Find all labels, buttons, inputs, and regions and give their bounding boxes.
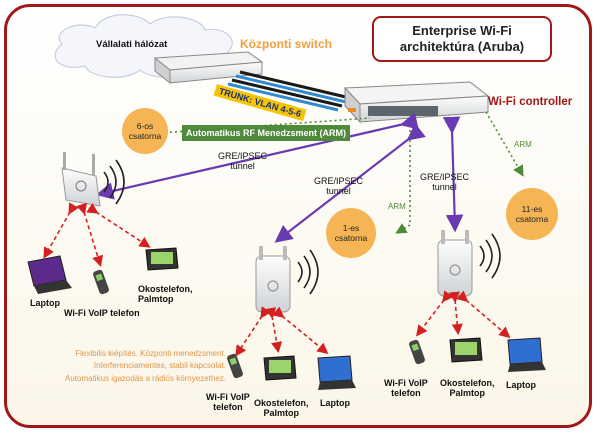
laptop-right bbox=[507, 337, 546, 372]
smartphone-left bbox=[145, 247, 179, 271]
laptop-left-label: Laptop bbox=[30, 298, 60, 308]
laptop-middle bbox=[317, 355, 356, 390]
laptop-right-label: Laptop bbox=[506, 380, 536, 390]
channel-6-label: 6-os csatorna bbox=[128, 120, 162, 141]
channel-11-label: 11-es csatorna bbox=[515, 203, 549, 224]
access-point-right bbox=[437, 230, 473, 297]
wifi-controller-device bbox=[343, 81, 490, 124]
tunnel-label-right: GRE/IPSEC tunnel bbox=[420, 172, 470, 193]
voip-phone-left bbox=[93, 269, 109, 295]
arm-bar-label: Automatikus RF Menedzsment (ARM) bbox=[182, 125, 350, 141]
smartphone-middle bbox=[263, 355, 297, 381]
client-links bbox=[43, 202, 511, 357]
smartphone-middle-label: Okostelefon, Palmtop bbox=[254, 398, 309, 419]
controller-label: Wi-Fi controller bbox=[488, 96, 573, 108]
tunnel-label-left: GRE/IPSEC tunnel bbox=[218, 151, 268, 172]
feature-note: Flexibilis kiépítés. Központi menedzsmen… bbox=[65, 349, 226, 383]
smartphone-left-label: Okostelefon, Palmtop bbox=[138, 284, 193, 305]
channel-6-circle: 6-os csatorna bbox=[122, 108, 168, 154]
arm-label-middle: ARM bbox=[388, 202, 406, 211]
tunnel-label-middle: GRE/IPSEC tunnel bbox=[314, 176, 364, 197]
switch-label: Központi switch bbox=[240, 37, 332, 51]
voip-middle-label: Wi-Fi VoIP telefon bbox=[206, 392, 250, 413]
central-switch bbox=[153, 51, 264, 85]
gre-tunnels bbox=[95, 112, 464, 243]
voip-left-label: Wi-Fi VoIP telefon bbox=[64, 308, 140, 318]
arm-label-right: ARM bbox=[514, 140, 532, 149]
voip-phone-middle bbox=[227, 353, 243, 379]
trunk-cables bbox=[227, 70, 351, 112]
title-box: Enterprise Wi-Fi architektúra (Aruba) bbox=[372, 16, 552, 62]
channel-1-circle: 1-es csatorna bbox=[326, 208, 376, 258]
diagram-title: Enterprise Wi-Fi architektúra (Aruba) bbox=[399, 22, 525, 54]
radio-waves bbox=[103, 159, 501, 295]
voip-right-label: Wi-Fi VoIP telefon bbox=[384, 378, 428, 399]
smartphone-right bbox=[449, 337, 483, 363]
laptop-middle-label: Laptop bbox=[320, 398, 350, 408]
voip-phone-right bbox=[409, 339, 425, 365]
smartphone-right-label: Okostelefon, Palmtop bbox=[440, 378, 495, 399]
laptop-left bbox=[27, 255, 72, 294]
network-label: Vállalati hálózat bbox=[96, 39, 168, 50]
channel-11-circle: 11-es csatorna bbox=[506, 188, 558, 240]
access-point-middle bbox=[255, 246, 291, 313]
access-point-left bbox=[61, 152, 101, 207]
channel-1-label: 1-es csatorna bbox=[334, 222, 368, 243]
